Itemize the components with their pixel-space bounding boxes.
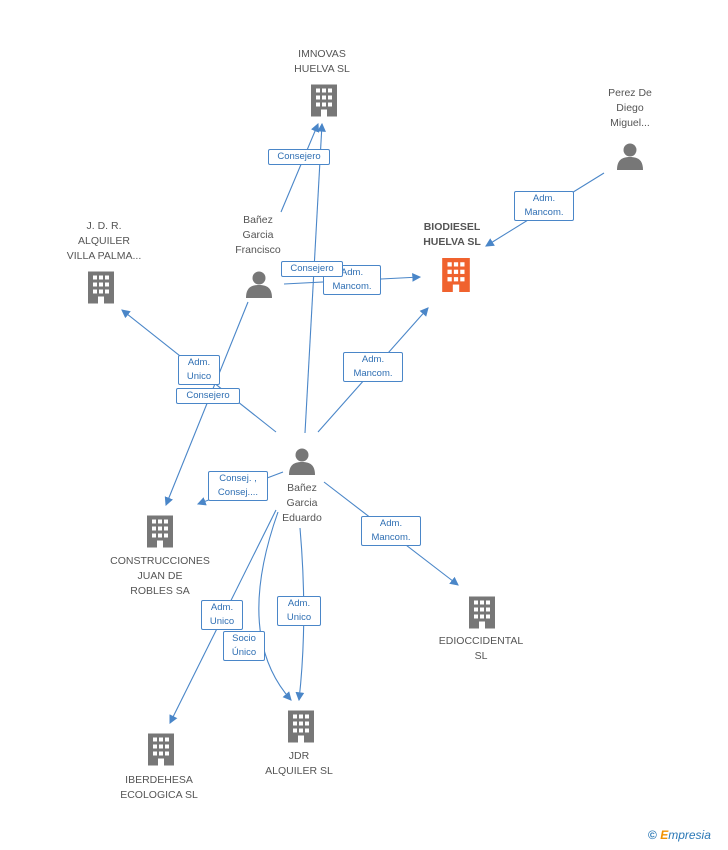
copyright-icon: © xyxy=(648,828,657,842)
iberdehesa-label[interactable]: IBERDEHESA ECOLOGICA SL xyxy=(120,774,198,801)
construcciones-label[interactable]: CONSTRUCCIONES JUAN DE ROBLES SA xyxy=(110,555,210,597)
brand-name: mpresia xyxy=(668,828,711,842)
iberdehesa-building-icon[interactable] xyxy=(147,733,175,766)
edge-label-francisco-construcciones: Consejero xyxy=(176,388,240,404)
jdr-alquiler-building-icon[interactable] xyxy=(287,710,315,743)
edge-label-eduardo-biodiesel: Adm. Mancom. xyxy=(343,352,403,382)
edge-label-eduardo-edioccidental: Adm. Mancom. xyxy=(361,516,421,546)
edge-label-eduardo-iberdehesa: Adm. Unico xyxy=(201,600,243,630)
edge-eduardo-jdr-alquiler-socio xyxy=(258,511,292,701)
perez-label[interactable]: Perez De Diego Miguel... xyxy=(608,87,652,129)
edioccidental-label[interactable]: EDIOCCIDENTAL SL xyxy=(438,635,524,662)
jdr-villa-building-icon[interactable] xyxy=(87,271,115,304)
edge-label-consejero-imnovas: Consejero xyxy=(268,149,330,165)
edioccidental-building-icon[interactable] xyxy=(468,596,496,629)
construcciones-building-icon[interactable] xyxy=(146,515,174,548)
jdr-alquiler-label[interactable]: JDR ALQUILER SL xyxy=(265,750,333,777)
biodiesel-label[interactable]: BIODIESEL HUELVA SL xyxy=(423,221,481,248)
eduardo-person-icon[interactable] xyxy=(288,447,316,475)
imnovas-label[interactable]: IMNOVAS HUELVA SL xyxy=(294,48,350,75)
brand-footer[interactable]: © Empresia xyxy=(648,828,711,842)
edge-label-eduardo-construcciones: Consej. , Consej.... xyxy=(208,471,268,501)
biodiesel-building-icon[interactable] xyxy=(441,258,471,292)
edge-eduardo-imnovas xyxy=(304,122,326,434)
edge-label-francisco-consejero: Consejero xyxy=(281,261,343,277)
brand-initial: E xyxy=(660,828,669,842)
perez-person-icon[interactable] xyxy=(616,142,644,170)
edge-label-eduardo-jdr-villa: Adm. Unico xyxy=(178,355,220,385)
imnovas-building-icon[interactable] xyxy=(310,84,338,117)
edge-francisco-imnovas xyxy=(280,122,320,213)
edge-label-eduardo-jdr-alquiler: Adm. Unico xyxy=(277,596,321,626)
francisco-label[interactable]: Bañez Garcia Francisco xyxy=(235,214,281,256)
eduardo-label[interactable]: Bañez Garcia Eduardo xyxy=(282,482,322,524)
edge-label-eduardo-socio: Socio Único xyxy=(223,631,265,661)
francisco-person-icon[interactable] xyxy=(245,270,273,298)
edge-label-perez-adm: Adm. Mancom. xyxy=(514,191,574,221)
jdr-villa-label[interactable]: J. D. R. ALQUILER VILLA PALMA... xyxy=(66,220,142,262)
